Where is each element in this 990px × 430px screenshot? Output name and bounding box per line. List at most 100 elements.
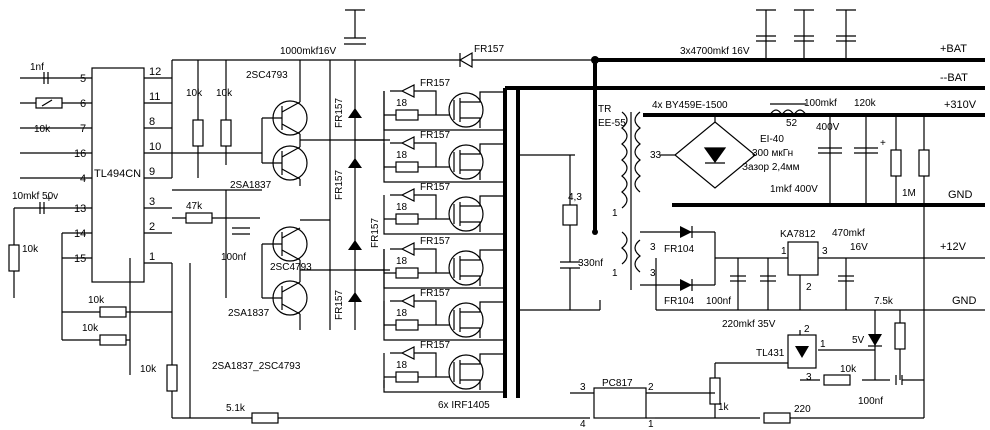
fr157-vertical-3: FR157 — [348, 218, 381, 250]
svg-text:10k: 10k — [140, 364, 157, 375]
gate-diode-label: FR157 — [420, 236, 450, 247]
rt-resistor: 10k — [34, 97, 63, 135]
pin-9: 9 — [149, 166, 155, 178]
svg-text:1: 1 — [781, 246, 787, 257]
mosfet-leads — [453, 91, 505, 128]
gate-resistor — [395, 319, 419, 331]
svg-text:10k: 10k — [82, 323, 99, 334]
mosfet — [448, 302, 484, 338]
bat-plus-label: +BAT — [940, 43, 967, 55]
pin-8: 8 — [149, 116, 155, 128]
gate-diode — [400, 242, 415, 256]
gate-resistor — [395, 371, 419, 383]
gate-resistor-label: 18 — [396, 256, 408, 267]
mosfet-leads — [453, 249, 505, 286]
svg-text:52: 52 — [786, 118, 798, 129]
gate-resistor — [395, 267, 419, 279]
pin-1: 1 — [149, 251, 155, 263]
svg-text:100nf: 100nf — [221, 252, 246, 263]
pin-16: 16 — [74, 148, 86, 160]
svg-text:+: + — [880, 138, 886, 149]
svg-text:KA7812: KA7812 — [780, 229, 816, 240]
gate-resistor-label: 18 — [396, 308, 408, 319]
transistor-2sc-b: 2SC4793 — [262, 226, 312, 273]
svg-text:3: 3 — [650, 268, 656, 279]
svg-text:FR157: FR157 — [370, 218, 381, 248]
bat-caps: 3x4700mkf 16V — [680, 9, 856, 60]
mosfets-label: 6x IRF1405 — [438, 400, 490, 411]
svg-text:TR: TR — [598, 104, 611, 115]
ic-name: TL494CN — [94, 168, 141, 180]
mosfet — [448, 250, 484, 286]
mosfet — [448, 196, 484, 232]
pc817-optocoupler: PC817 3 2 4 1 — [570, 378, 715, 430]
pin-12: 12 — [149, 66, 161, 78]
svg-text:FR157: FR157 — [474, 44, 504, 55]
svg-text:Зазор 2,4мм: Зазор 2,4мм — [742, 162, 800, 173]
gate-diode-label: FR157 — [420, 130, 450, 141]
gate-wires — [383, 90, 505, 131]
svg-text:FR104: FR104 — [664, 296, 694, 307]
gate-diode-label: FR157 — [420, 182, 450, 193]
gate-resistor — [395, 161, 419, 173]
fr157-vertical-4: FR157 — [334, 290, 362, 320]
svg-text:2: 2 — [648, 382, 654, 393]
fr157-top: FR157 — [455, 44, 595, 69]
fr157-vertical-1: FR157 — [334, 98, 362, 128]
gate-resistor — [395, 213, 419, 225]
svg-text:4: 4 — [580, 419, 586, 430]
svg-text:220mkf 35V: 220mkf 35V — [722, 319, 776, 330]
pin-15: 15 — [74, 253, 86, 265]
svg-text:+: + — [46, 194, 52, 205]
ka7812-regulator — [787, 241, 819, 276]
transistor-2sa-b: 2SA1837 — [228, 280, 308, 319]
mosfet-leads — [453, 195, 505, 232]
mosfet-leads — [453, 301, 505, 338]
gate-diode-label: FR157 — [420, 340, 450, 351]
pin-5: 5 — [80, 73, 86, 85]
svg-text:3: 3 — [650, 242, 656, 253]
mosfet-leads — [453, 353, 505, 390]
gate-resistor-label: 18 — [396, 150, 408, 161]
transistor-2sc-a: 2SC4793 — [246, 70, 308, 136]
svg-text:16V: 16V — [850, 242, 868, 253]
gate-stage: 18 FR157 — [383, 130, 505, 183]
svg-text:2: 2 — [806, 282, 812, 293]
gate-resistor-label: 18 — [396, 202, 408, 213]
ct-capacitor: 1nf — [30, 62, 49, 84]
svg-text:2SA1837: 2SA1837 — [228, 308, 270, 319]
svg-text:3: 3 — [580, 382, 586, 393]
r10k-left: 10k — [8, 208, 39, 298]
gate-wires — [383, 248, 505, 289]
svg-text:220: 220 — [794, 404, 811, 415]
choke — [769, 103, 807, 117]
fr157-vertical-2: FR157 — [334, 158, 362, 200]
svg-text:7.5k: 7.5k — [874, 296, 894, 307]
r10k-bottom-a: 10k — [88, 295, 127, 318]
svg-text:EI-40: EI-40 — [760, 134, 784, 145]
fr104-b: FR104 — [664, 279, 694, 307]
svg-text:3x4700mkf 16V: 3x4700mkf 16V — [680, 46, 750, 57]
svg-text:1nf: 1nf — [30, 62, 44, 73]
gate-stage: 18 FR157 — [383, 236, 505, 289]
gate-stage: 18 FR157 — [383, 182, 505, 235]
mosfet-leads — [453, 143, 505, 180]
gate-resistor — [395, 109, 419, 121]
gate-rails — [355, 91, 385, 388]
r10k-top-a: 10k — [186, 88, 204, 147]
gate-wires — [383, 194, 505, 235]
c1000-capacitor: 1000mkf16V — [280, 9, 366, 57]
svg-text:4x BY459E-1500: 4x BY459E-1500 — [652, 100, 728, 111]
svg-text:100mkf: 100mkf — [804, 98, 837, 109]
svg-text:EE-55: EE-55 — [598, 118, 626, 129]
v310-label: +310V — [944, 99, 977, 111]
svg-text:PC817: PC817 — [602, 378, 633, 389]
svg-text:TL431: TL431 — [756, 348, 785, 359]
snubber — [518, 154, 600, 311]
pin-3: 3 — [149, 196, 155, 208]
svg-text:400V: 400V — [816, 122, 840, 133]
pair-note: 2SA1837_2SC4793 — [212, 361, 301, 372]
bridge-rectifier — [660, 115, 756, 189]
